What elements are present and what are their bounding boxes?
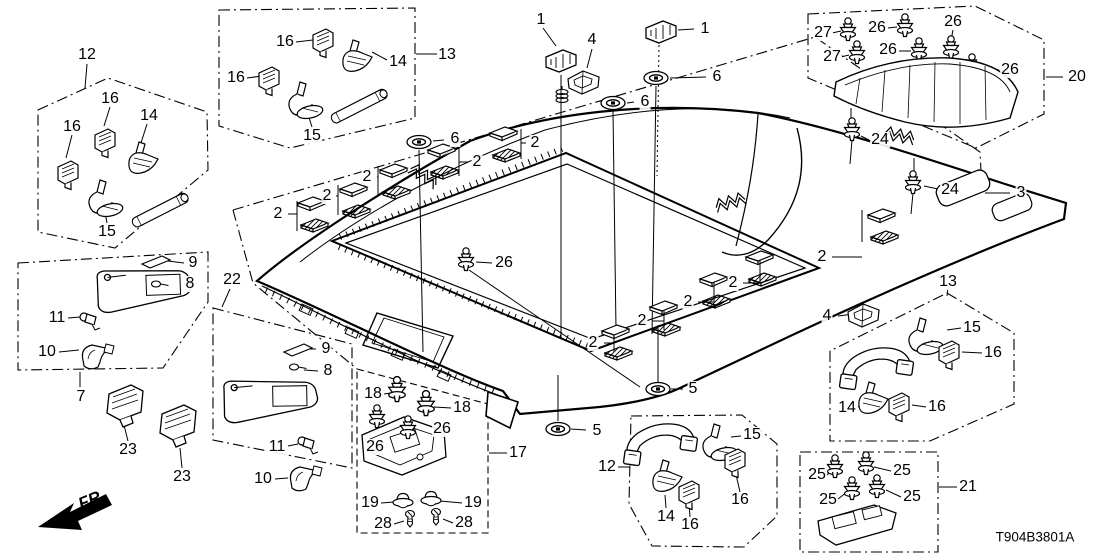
clip-26 [910, 37, 928, 62]
clip-16 [258, 66, 280, 97]
grab-handle-13 [838, 341, 916, 398]
clip-24 [843, 117, 861, 142]
clip-25 [843, 476, 861, 501]
trim-rod [130, 191, 191, 230]
holder-10 [289, 465, 323, 492]
interior-lamp-21 [817, 504, 897, 546]
grommet-6 [600, 95, 626, 111]
sun-visor [92, 261, 194, 322]
pleat-detail [882, 125, 916, 146]
grommet-6 [406, 134, 432, 150]
box-13-right [829, 292, 1015, 442]
clip-16 [678, 480, 700, 511]
grommet-6 [643, 70, 669, 86]
screw-8 [288, 363, 308, 371]
clip-23 [159, 404, 197, 448]
clip-11 [79, 312, 101, 331]
box-20 [807, 5, 1045, 149]
clip-26 [896, 13, 914, 38]
holder-14 [652, 459, 683, 492]
clip-25 [826, 454, 844, 479]
headliner-flap [485, 390, 519, 430]
clip-26 [942, 35, 960, 60]
fr-arrow-icon [38, 494, 112, 530]
sunroof-opening [329, 146, 822, 353]
screw-28 [404, 509, 416, 528]
box-22 [212, 307, 353, 469]
clip-27 [839, 17, 857, 42]
clip-23 [106, 384, 144, 428]
diagram-code: T904B3801A [995, 529, 1075, 545]
clip-19 [392, 492, 414, 509]
clip-18 [417, 389, 435, 417]
box-12-top-left [37, 77, 209, 249]
box-17 [356, 368, 489, 534]
top-edge-accent [299, 108, 791, 263]
trim-rod [329, 87, 390, 126]
box-13-top [218, 7, 416, 149]
grommet-5 [645, 381, 671, 397]
roof-stiffener-20 [833, 57, 1019, 128]
clip-pad-2 [339, 182, 371, 219]
cap-9 [141, 255, 171, 269]
clip-16 [57, 160, 79, 191]
clip-25 [868, 474, 886, 499]
clip-19 [420, 490, 442, 507]
clip-27 [848, 40, 866, 65]
clip-16 [938, 340, 960, 371]
screw-28 [430, 507, 442, 526]
rear-crease-line [735, 113, 759, 247]
sunroof-band-bottom [337, 244, 590, 349]
bracket-4 [567, 70, 600, 95]
harness-line [721, 127, 803, 256]
clip-11 [297, 436, 319, 455]
sunroof-band-top [338, 146, 564, 240]
holder-14 [858, 381, 889, 414]
box-12-bottom [628, 414, 778, 548]
grommet-5 [545, 421, 571, 437]
part-glyphs [57, 13, 1019, 546]
holder-14 [128, 141, 159, 174]
clip-25 [857, 451, 875, 476]
clip-16 [312, 28, 334, 59]
clip-16 [888, 392, 910, 423]
clip-18 [388, 375, 406, 403]
box-21 [799, 451, 939, 553]
holder-15 [288, 81, 325, 122]
drain-coil [555, 85, 569, 104]
sun-visor [218, 371, 321, 434]
cap-9 [283, 343, 313, 357]
clip-pad-2 [297, 196, 329, 233]
clip-26 [368, 404, 386, 429]
clip-16 [724, 448, 746, 479]
holder-10 [81, 343, 115, 370]
clip-16 [94, 128, 116, 159]
headliner-panel [254, 85, 1068, 430]
holder-14 [342, 39, 373, 72]
bracket-1 [545, 49, 577, 73]
maplight-cutout [362, 312, 454, 369]
bracket-1 [645, 20, 677, 44]
box-7 [17, 251, 209, 371]
holder-15 [88, 179, 125, 220]
